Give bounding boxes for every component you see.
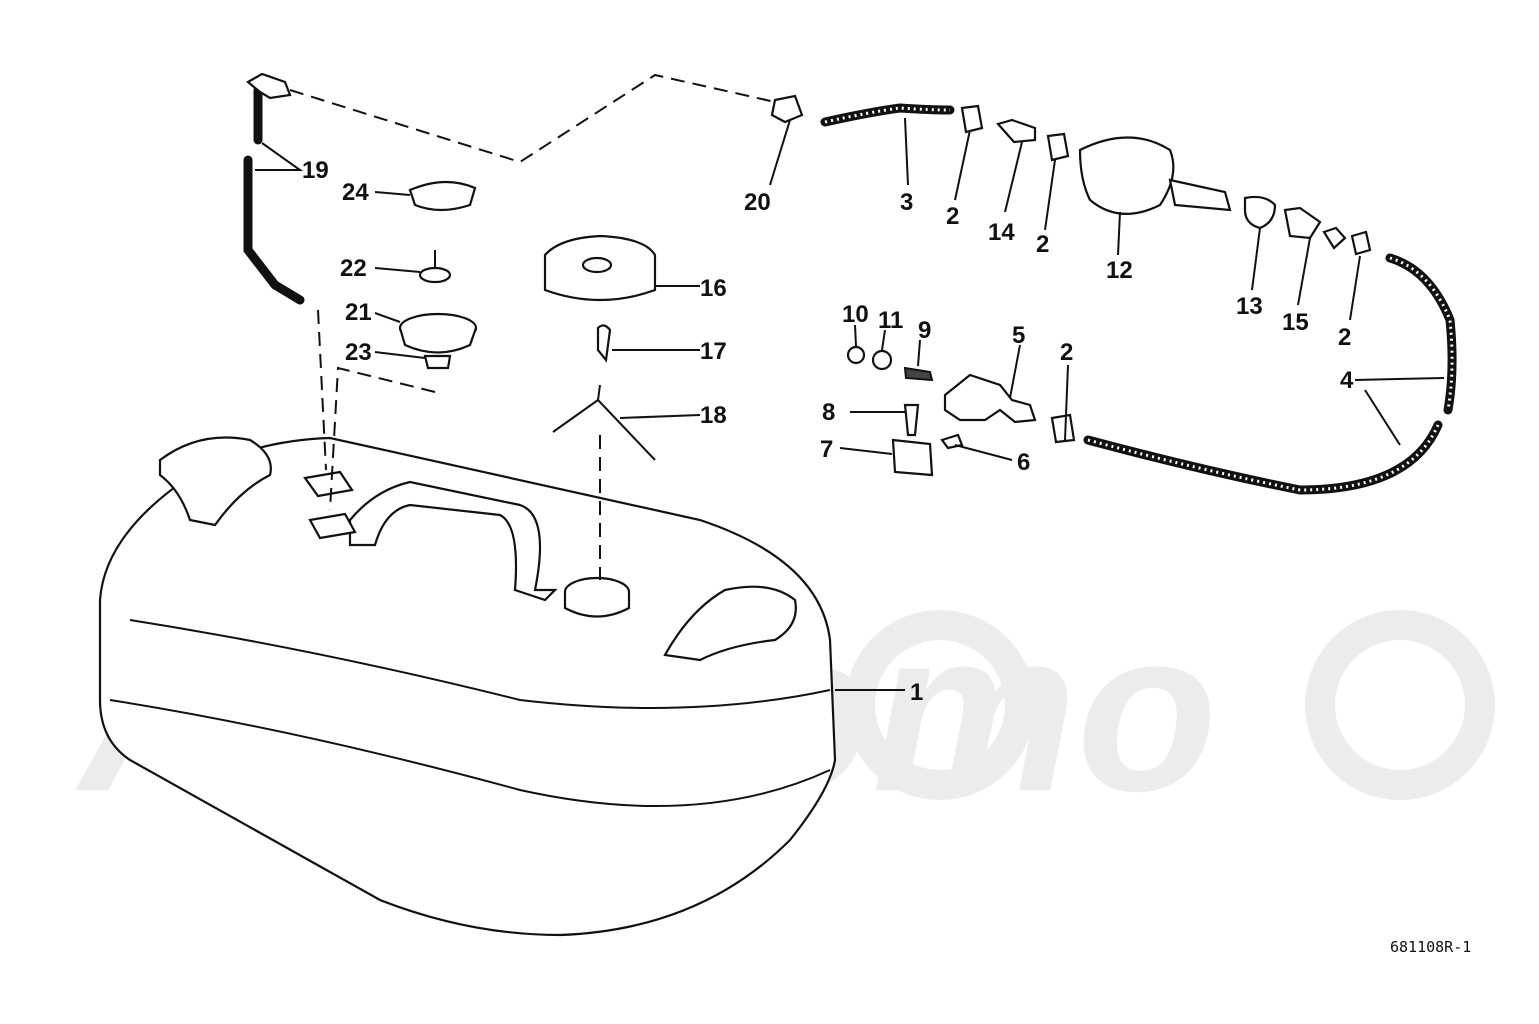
watermark-wheel-icon [845, 610, 1035, 800]
callout-label: 8 [822, 399, 835, 426]
drawing-code: 681108R-1 [1390, 938, 1471, 956]
callout-label: 21 [345, 299, 372, 326]
callout-label: 2 [1060, 339, 1073, 366]
pickup-parts [243, 72, 478, 370]
callout-label: 24 [342, 179, 369, 206]
primer-line [770, 94, 1457, 495]
callout-label: 2 [1338, 324, 1351, 351]
callout-label: 13 [1236, 293, 1263, 320]
callout-label: 22 [340, 255, 367, 282]
callout-labels: 1 2 2 2 2 3 4 5 6 7 8 9 10 11 12 13 14 1… [302, 157, 1354, 706]
cap-parts [543, 234, 657, 461]
callout-label: 18 [700, 402, 727, 429]
callout-label: 9 [918, 317, 931, 344]
callout-label: 6 [1017, 449, 1030, 476]
callout-label: 3 [900, 189, 913, 216]
dashed-lines [289, 73, 776, 580]
callout-label: 11 [878, 307, 903, 334]
callout-label: 15 [1282, 309, 1309, 336]
fuel-tank [98, 436, 837, 937]
leader-lines [255, 117, 1445, 691]
callout-label: 2 [1036, 231, 1049, 258]
callout-label: 7 [820, 436, 833, 463]
watermark-wheel-icon [1305, 610, 1495, 800]
callout-label: 17 [700, 338, 727, 365]
callout-label: 1 [910, 679, 923, 706]
connector-parts [846, 345, 1076, 477]
callout-label: 14 [988, 219, 1015, 246]
callout-label: 23 [345, 339, 372, 366]
callout-label: 4 [1340, 367, 1354, 394]
callout-label: 5 [1012, 322, 1025, 349]
callout-label: 10 [842, 301, 869, 328]
callout-label: 19 [302, 157, 329, 184]
callout-label: 16 [700, 275, 727, 302]
callout-label: 2 [946, 203, 959, 230]
callout-label: 20 [744, 189, 771, 216]
callout-label: 12 [1106, 257, 1133, 284]
